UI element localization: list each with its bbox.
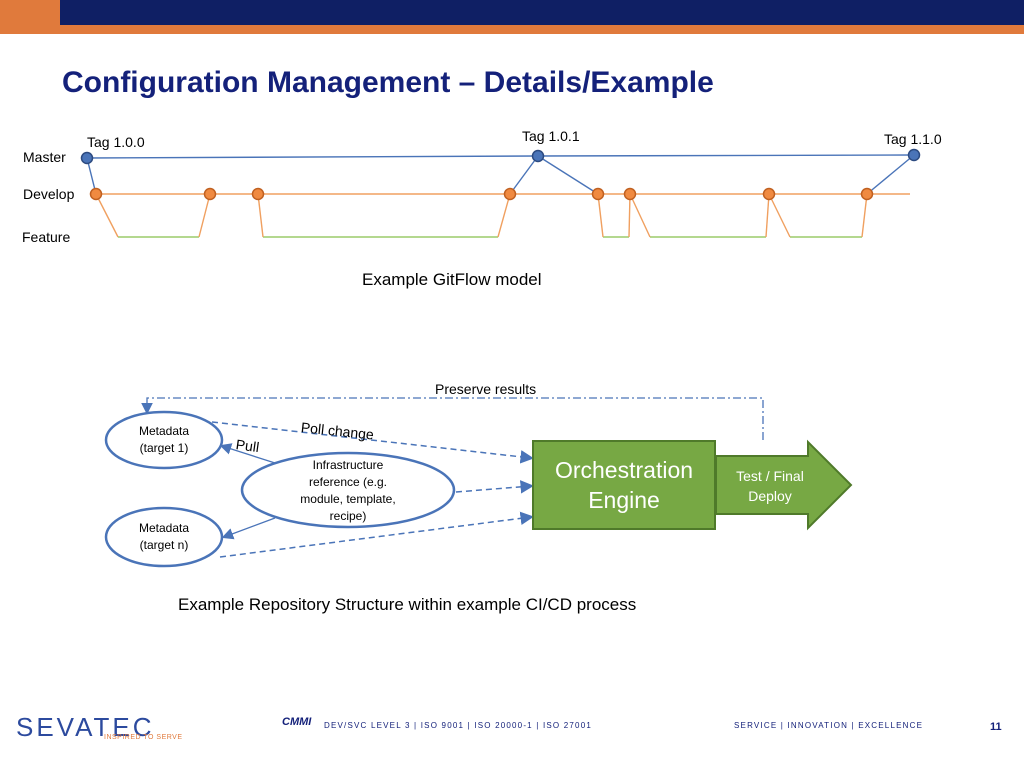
feature-branch-label: Feature (22, 229, 71, 245)
pull-arrow-metadata-1 (219, 443, 276, 464)
master-branch-label: Master (23, 149, 66, 165)
orchestration-engine-label: Orchestration Engine (554, 457, 694, 513)
gitflow-caption: Example GitFlow model (362, 270, 542, 289)
develop-commits (89, 187, 874, 201)
orchestration-engine-box (532, 440, 716, 530)
pull-label: Pull (234, 436, 261, 456)
master-commits (80, 148, 921, 165)
header-bar (60, 0, 1024, 25)
preserve-results-path (141, 397, 764, 440)
metadata-target-1-node (104, 410, 224, 470)
develop-feature-connectors (95, 193, 868, 238)
deploy-arrow-label: Test / Final Deploy (736, 468, 804, 504)
tag-label: Tag 1.0.0 (87, 134, 145, 150)
sevatec-logo: SEVATEC INSPIRED TO SERVE (16, 712, 192, 742)
deploy-arrow-shape (715, 439, 853, 531)
preserve-results-label: Preserve results (435, 381, 537, 397)
metadata-target-n-text: Metadata (target n) (138, 521, 190, 552)
tag-label: Tag 1.1.0 (884, 131, 942, 147)
tag-label: Tag 1.0.1 (522, 128, 580, 144)
cicd-caption: Example Repository Structure within exam… (178, 595, 637, 614)
master-branch-line (86, 154, 915, 195)
poll-arrow-infrastructure (455, 480, 534, 494)
pull-arrow-metadata-n (221, 517, 276, 540)
infrastructure-reference-node (240, 451, 456, 529)
poll-arrow-metadata-1 (211, 421, 534, 464)
cmmi-logo: CMMI (282, 716, 312, 728)
company-values-text: SERVICE | INNOVATION | EXCELLENCE (734, 721, 924, 730)
logo-tagline: INSPIRED TO SERVE (104, 734, 183, 741)
poll-arrow-metadata-n (219, 511, 534, 558)
slide-title: Configuration Management – Details/Examp… (62, 66, 714, 99)
develop-branch-label: Develop (23, 186, 75, 202)
logo-wordmark: SEVATEC (16, 712, 155, 742)
infrastructure-reference-text: Infrastructure reference (e.g. module, t… (300, 458, 396, 523)
certifications-text: DEV/SVC LEVEL 3 | ISO 9001 | ISO 20000-1… (324, 721, 593, 730)
page-number: 11 (990, 721, 1002, 733)
metadata-target-1-text: Metadata (target 1) (138, 424, 190, 455)
metadata-target-n-node (104, 506, 224, 568)
